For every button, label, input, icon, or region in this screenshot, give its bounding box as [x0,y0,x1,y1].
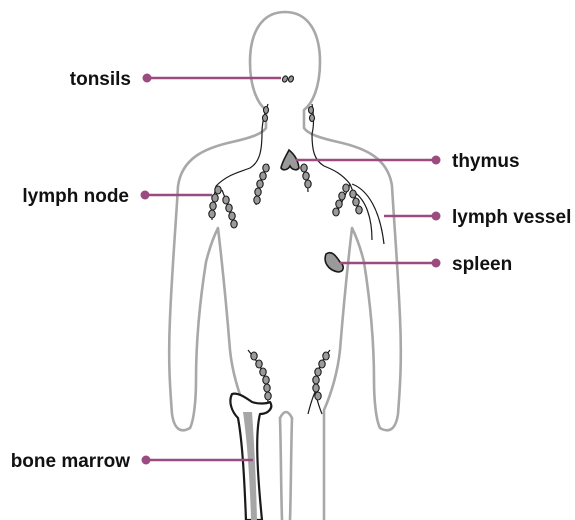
leader-lines [141,74,441,465]
tonsils-shape [282,75,295,83]
label-spleen: spleen [452,254,512,275]
tonsils-leader-dot [143,74,152,83]
femur-bone-marrow-shape [230,394,271,520]
spleen-leader-dot [432,259,441,268]
label-thymus: thymus [452,151,520,172]
lymph-vessels [212,104,384,414]
bone-marrow-leader-dot [142,456,151,465]
body-outline [169,12,401,520]
label-bone-marrow: bone marrow [11,451,131,472]
lymph-vessel-leader-dot [432,212,441,221]
label-lymph-vessel: lymph vessel [452,207,571,228]
lymph-node-leader-dot [141,191,150,200]
label-tonsils: tonsils [70,69,131,90]
label-lymph-node: lymph node [22,186,129,207]
thymus-leader-dot [432,156,441,165]
labels: tonsils thymus lymph node lymph vessel s… [11,69,572,472]
